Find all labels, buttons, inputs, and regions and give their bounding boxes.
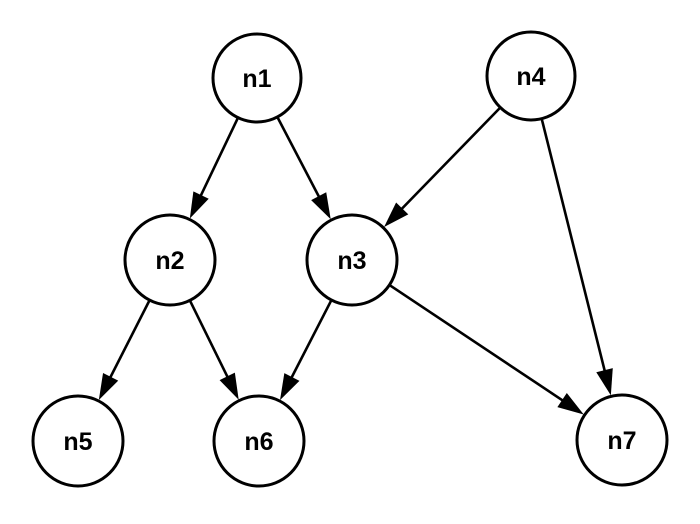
edge-line: [288, 300, 333, 382]
arrowhead-icon: [98, 372, 119, 400]
node-label: n5: [63, 428, 92, 456]
graph-node-n4[interactable]: n4: [485, 30, 577, 122]
edge-n2-to-n6: [189, 300, 239, 400]
edge-line: [389, 284, 567, 404]
arrowhead-icon: [311, 192, 331, 220]
edge-line: [398, 107, 501, 213]
edge-line: [276, 117, 322, 201]
arrowhead-icon: [280, 373, 300, 401]
node-circle[interactable]: [211, 32, 303, 124]
edge-n4-to-n3: [384, 107, 501, 228]
graph-node-n3[interactable]: n3: [305, 213, 399, 307]
node-label: n3: [337, 247, 366, 275]
node-label: n7: [607, 427, 636, 455]
nodes-layer: n1 n2 n3 n4 n5 n6 n7: [31, 30, 669, 488]
arrowhead-icon: [189, 191, 209, 219]
node-circle[interactable]: [305, 213, 399, 307]
node-circle[interactable]: [31, 394, 125, 488]
arrowhead-icon: [384, 202, 409, 228]
graph-node-n2[interactable]: n2: [123, 213, 217, 307]
node-label: n2: [155, 247, 184, 275]
edge-line: [107, 300, 151, 381]
edge-n1-to-n2: [189, 118, 239, 219]
arrowhead-icon: [596, 368, 613, 396]
edge-n3-to-n7: [389, 284, 584, 415]
node-label: n4: [516, 63, 545, 91]
edge-line: [198, 118, 239, 200]
node-label: n6: [244, 428, 273, 456]
node-circle[interactable]: [575, 393, 669, 487]
edge-n2-to-n5: [98, 300, 151, 400]
graph-node-n7[interactable]: n7: [575, 393, 669, 487]
node-circle[interactable]: [123, 213, 217, 307]
edge-line: [540, 119, 607, 375]
graph-node-n1[interactable]: n1: [211, 32, 303, 124]
edge-n1-to-n3: [276, 117, 331, 220]
node-label: n1: [242, 65, 271, 93]
edges-layer: [98, 107, 613, 415]
edge-n4-to-n7: [540, 119, 613, 396]
arrowhead-icon: [557, 392, 584, 415]
node-circle[interactable]: [212, 394, 306, 488]
edge-n3-to-n6: [280, 300, 333, 401]
arrowhead-icon: [219, 372, 239, 400]
node-circle[interactable]: [485, 30, 577, 122]
graph-node-n5[interactable]: n5: [31, 394, 125, 488]
graph-node-n6[interactable]: n6: [212, 394, 306, 488]
edge-line: [189, 300, 231, 381]
